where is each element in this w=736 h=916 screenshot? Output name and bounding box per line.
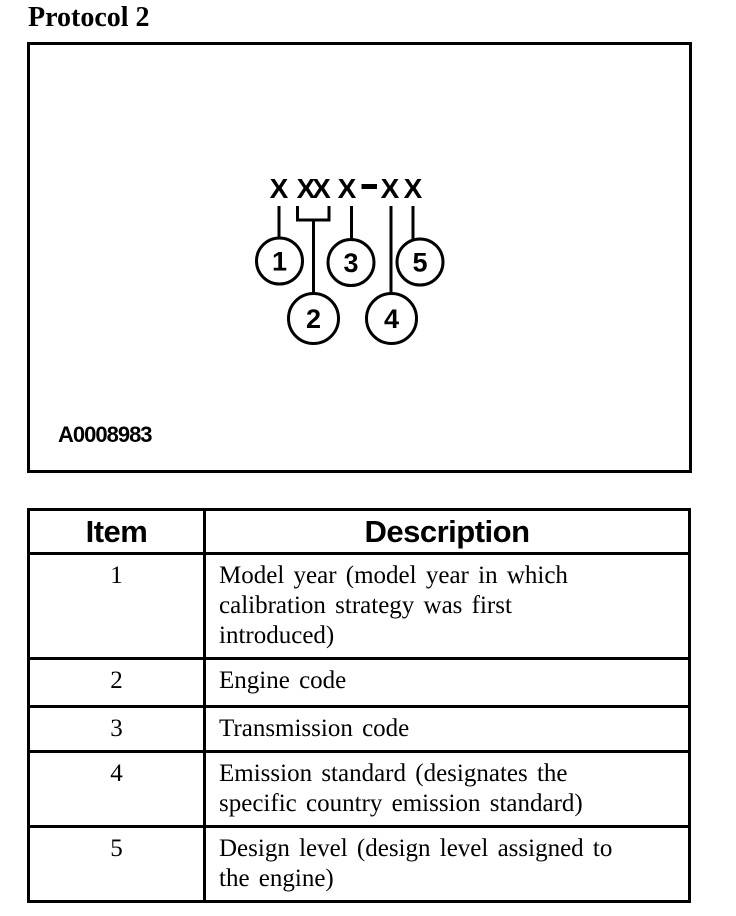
- table-row: 2 Engine code: [27, 657, 691, 708]
- callout-number-2: 2: [306, 304, 321, 334]
- callout-circle-4: [365, 292, 418, 345]
- code-char-x5: X: [381, 173, 400, 204]
- description-cell: Model year (model year in which calibrat…: [203, 552, 691, 660]
- item-cell: 5: [27, 825, 206, 903]
- callout-number-4: 4: [384, 304, 399, 334]
- description-cell: Transmission code: [203, 705, 691, 753]
- header-cell-description: Description: [203, 508, 691, 555]
- callout-circle-2: [287, 292, 340, 345]
- callout-number-1: 1: [272, 247, 287, 277]
- description-cell: Design level (design level assigned to t…: [203, 825, 691, 903]
- description-cell: Emission standard (designates the specif…: [203, 750, 691, 828]
- callout-number-5: 5: [412, 248, 427, 278]
- item-description-table: Item Description 1 Model year (model yea…: [27, 508, 691, 903]
- item-cell: 1: [27, 552, 206, 660]
- page-title: Protocol 2: [28, 2, 150, 33]
- figure-id-label: A0008983: [58, 422, 153, 447]
- item-cell: 2: [27, 657, 206, 708]
- diagram-panel: X X X X X X: [27, 42, 692, 473]
- code-char-x1: X: [270, 173, 289, 204]
- callout-number-3: 3: [343, 248, 358, 278]
- table-row: 4 Emission standard (designates the spec…: [27, 750, 691, 828]
- code-char-x2: X: [297, 173, 316, 204]
- callout-circle-5: [395, 237, 445, 287]
- header-cell-item: Item: [27, 508, 206, 555]
- item-cell: 4: [27, 750, 206, 828]
- code-char-x6: X: [404, 173, 423, 204]
- callout-circle-3: [326, 238, 376, 287]
- code-char-x3: X: [312, 173, 331, 204]
- table-header-row: Item Description: [27, 508, 691, 555]
- callout-circle-1: [255, 236, 304, 286]
- item-cell: 3: [27, 705, 206, 753]
- table-row: 1 Model year (model year in which calibr…: [27, 552, 691, 660]
- code-structure-diagram: X X X X X X: [255, 173, 445, 345]
- callout-bracket-2: [296, 206, 331, 295]
- code-char-x4: X: [338, 173, 357, 204]
- description-cell: Engine code: [203, 657, 691, 708]
- table-row: 3 Transmission code: [27, 705, 691, 753]
- table-row: 5 Design level (design level assigned to…: [27, 825, 691, 903]
